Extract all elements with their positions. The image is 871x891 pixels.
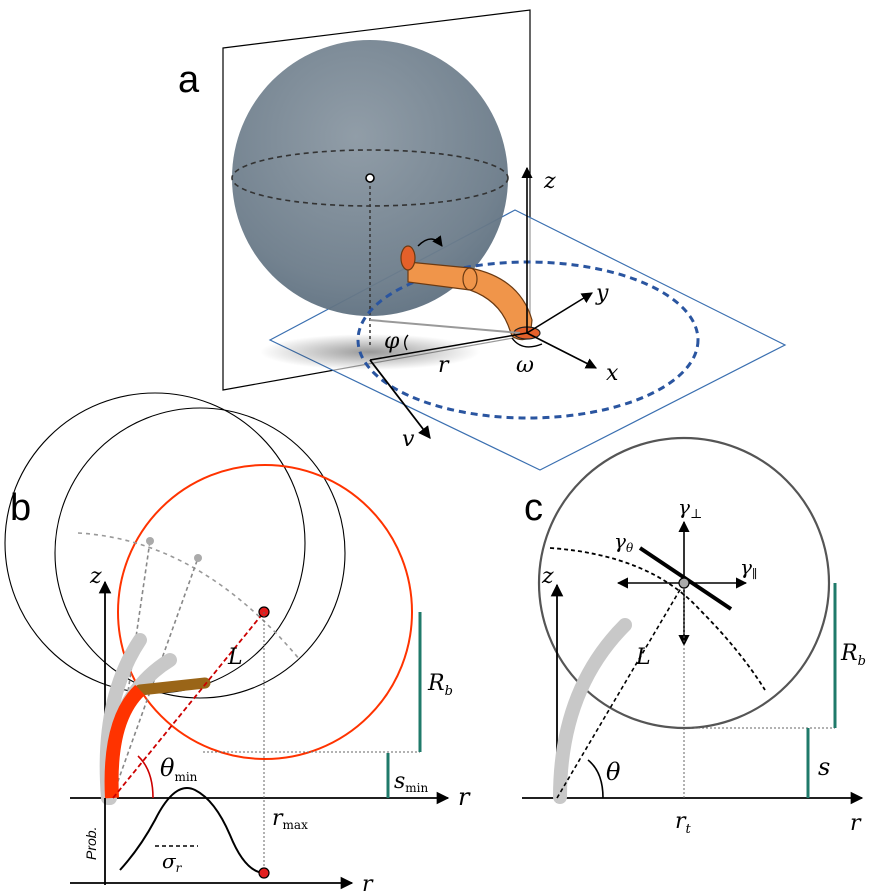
- Rb-label-b: Rb: [427, 671, 453, 699]
- v-label: v: [402, 427, 415, 452]
- panel-c: c z r L θ γ⊥ γθ γ∥ rt Rb: [522, 436, 866, 837]
- rod-ring: [462, 267, 478, 291]
- phi-reference-line: [369, 319, 521, 334]
- orbit-circle: [356, 260, 700, 420]
- L-label-c: L: [635, 645, 651, 670]
- panel-a: φ r v z y x ω a: [178, 9, 787, 471]
- s-label: s: [818, 753, 830, 781]
- L-label-b: L: [227, 645, 243, 670]
- z-label-a: z: [543, 169, 556, 194]
- trajectory-arc-c: [549, 547, 766, 691]
- black-circle-1: [4, 392, 306, 694]
- rod-cap: [400, 245, 416, 271]
- z-label-b: z: [89, 564, 102, 589]
- phi-label: φ: [384, 329, 400, 354]
- red-rod: [104, 684, 146, 799]
- theta-min-arc: [137, 755, 154, 799]
- panel-b-label: b: [10, 487, 31, 529]
- y-axis-a: [526, 292, 593, 334]
- panel-a-label: a: [178, 59, 200, 101]
- theta-label-c: θ: [606, 758, 621, 786]
- x-axis-a: [526, 332, 597, 369]
- prob-label: Prob.: [83, 827, 99, 860]
- r-label-c: r: [850, 811, 862, 836]
- theta-min-label: θmin: [160, 754, 198, 784]
- r-label-b: r: [458, 783, 471, 811]
- r-label-a: r: [438, 353, 450, 378]
- gray-dot-1: [146, 537, 154, 545]
- phi-arc: [404, 334, 409, 351]
- omega-arc: [511, 337, 543, 348]
- velocity-arrow: [369, 359, 431, 439]
- brown-rod: [134, 677, 211, 696]
- red-circle: [117, 464, 413, 760]
- panel-c-label: c: [524, 487, 543, 529]
- center-point-c: [678, 577, 690, 589]
- prob-r-label: r: [362, 872, 374, 891]
- Rb-label-c: Rb: [840, 641, 866, 669]
- y-label-a: y: [595, 281, 609, 306]
- prob-curve: [119, 787, 265, 874]
- theta-arc-c: [587, 759, 604, 799]
- z-label-c: z: [541, 564, 554, 589]
- gray-dot-2: [194, 554, 202, 562]
- gamma-theta-label: γθ: [614, 529, 634, 555]
- rt-label: rt: [675, 809, 692, 837]
- panel-b: b z r L θmin rmax: [4, 392, 471, 891]
- radius-line: [369, 332, 528, 361]
- rmax-label: rmax: [272, 806, 308, 832]
- gray-rod-c: [553, 618, 632, 804]
- reach-arc: [77, 532, 301, 661]
- sigma-label: σr: [162, 849, 183, 875]
- rod-body: [407, 261, 533, 341]
- gamma-perp-label: γ⊥: [678, 495, 702, 522]
- x-label-a: x: [606, 361, 619, 386]
- black-circle-2: [54, 407, 346, 699]
- rod-spin-arrow-icon: [417, 235, 443, 247]
- prob-red-point: [258, 867, 270, 879]
- smin-label: smin: [394, 769, 429, 795]
- omega-label: ω: [516, 353, 534, 378]
- sphere-shadow: [260, 334, 480, 370]
- sphere-center: [365, 173, 375, 183]
- gamma-par-label: γ∥: [740, 555, 758, 581]
